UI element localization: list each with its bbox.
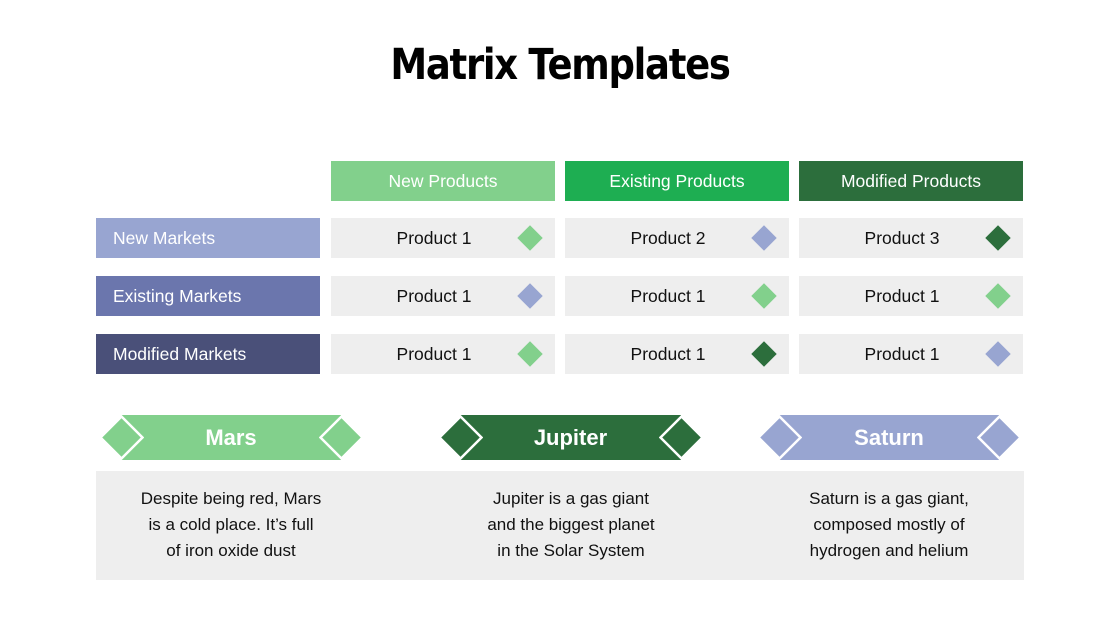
diamond-icon bbox=[977, 415, 1022, 460]
diamond-icon bbox=[659, 415, 704, 460]
description-line: Despite being red, Mars bbox=[140, 489, 322, 508]
description-line: is a cold place. It’s full bbox=[148, 515, 314, 534]
description-line: in the Solar System bbox=[497, 541, 645, 560]
description-line: and the biggest planet bbox=[487, 515, 655, 534]
cell-label: Product 2 bbox=[630, 227, 706, 248]
cell-label: Product 1 bbox=[864, 343, 940, 364]
row-header-label: Modified Markets bbox=[113, 343, 247, 364]
diamond-icon bbox=[757, 415, 802, 460]
row-header-modified-markets: Modified Markets bbox=[96, 334, 320, 374]
matrix-cell: Product 1 bbox=[331, 334, 555, 374]
diamond-icon bbox=[751, 341, 777, 367]
diamond-icon bbox=[985, 225, 1011, 251]
matrix-cell: Product 1 bbox=[565, 276, 789, 316]
row-header-label: Existing Markets bbox=[113, 285, 242, 306]
description-line: Jupiter is a gas giant bbox=[493, 489, 649, 508]
matrix-cell: Product 1 bbox=[565, 334, 789, 374]
banner-band: Saturn bbox=[779, 415, 999, 460]
diamond-icon bbox=[751, 225, 777, 251]
row-header-existing-markets: Existing Markets bbox=[96, 276, 320, 316]
cell-label: Product 1 bbox=[396, 285, 472, 306]
matrix-cell: Product 3 bbox=[799, 218, 1023, 258]
description-line: of iron oxide dust bbox=[166, 541, 296, 560]
page-title: Matrix Templates bbox=[390, 40, 731, 90]
banner-band: Jupiter bbox=[460, 415, 681, 460]
diamond-icon bbox=[517, 283, 543, 309]
planet-banner-mars: Mars bbox=[99, 415, 364, 460]
row-header-label: New Markets bbox=[113, 227, 216, 248]
cell-label: Product 1 bbox=[864, 285, 940, 306]
matrix-cell: Product 2 bbox=[565, 218, 789, 258]
diamond-icon bbox=[751, 283, 777, 309]
cell-label: Product 1 bbox=[630, 285, 706, 306]
diamond-icon bbox=[319, 415, 364, 460]
diamond-icon bbox=[517, 225, 543, 251]
matrix-cell: Product 1 bbox=[331, 276, 555, 316]
cell-label: Product 1 bbox=[396, 227, 472, 248]
column-header-existing-products: Existing Products bbox=[565, 161, 789, 201]
banner-title: Mars bbox=[205, 424, 257, 450]
column-header-modified-products: Modified Products bbox=[799, 161, 1023, 201]
banner-title: Jupiter bbox=[533, 424, 608, 450]
diamond-icon bbox=[438, 415, 483, 460]
diamond-icon bbox=[99, 415, 144, 460]
diamond-icon bbox=[517, 341, 543, 367]
planet-description-jupiter: Jupiter is a gas giant and the biggest p… bbox=[451, 486, 691, 564]
description-line: hydrogen and helium bbox=[809, 541, 969, 560]
column-header-label: New Products bbox=[388, 170, 498, 191]
banner-band: Mars bbox=[121, 415, 341, 460]
description-line: Saturn is a gas giant, bbox=[809, 489, 969, 508]
column-header-label: Existing Products bbox=[609, 170, 745, 191]
matrix-cell: Product 1 bbox=[799, 334, 1023, 374]
planet-banner-saturn: Saturn bbox=[757, 415, 1022, 460]
column-header-label: Modified Products bbox=[840, 170, 982, 191]
matrix-cell: Product 1 bbox=[799, 276, 1023, 316]
banner-title: Saturn bbox=[854, 424, 924, 450]
planet-description-mars: Despite being red, Mars is a cold place.… bbox=[111, 486, 351, 564]
cell-label: Product 3 bbox=[864, 227, 940, 248]
planet-description-saturn: Saturn is a gas giant, composed mostly o… bbox=[769, 486, 1009, 564]
planet-banner-jupiter: Jupiter bbox=[438, 415, 704, 460]
row-header-new-markets: New Markets bbox=[96, 218, 320, 258]
diamond-icon bbox=[985, 341, 1011, 367]
description-panel bbox=[96, 471, 1024, 580]
diamond-icon bbox=[985, 283, 1011, 309]
cell-label: Product 1 bbox=[630, 343, 706, 364]
description-line: composed mostly of bbox=[813, 515, 965, 534]
column-header-new-products: New Products bbox=[331, 161, 555, 201]
cell-label: Product 1 bbox=[396, 343, 472, 364]
matrix-cell: Product 1 bbox=[331, 218, 555, 258]
